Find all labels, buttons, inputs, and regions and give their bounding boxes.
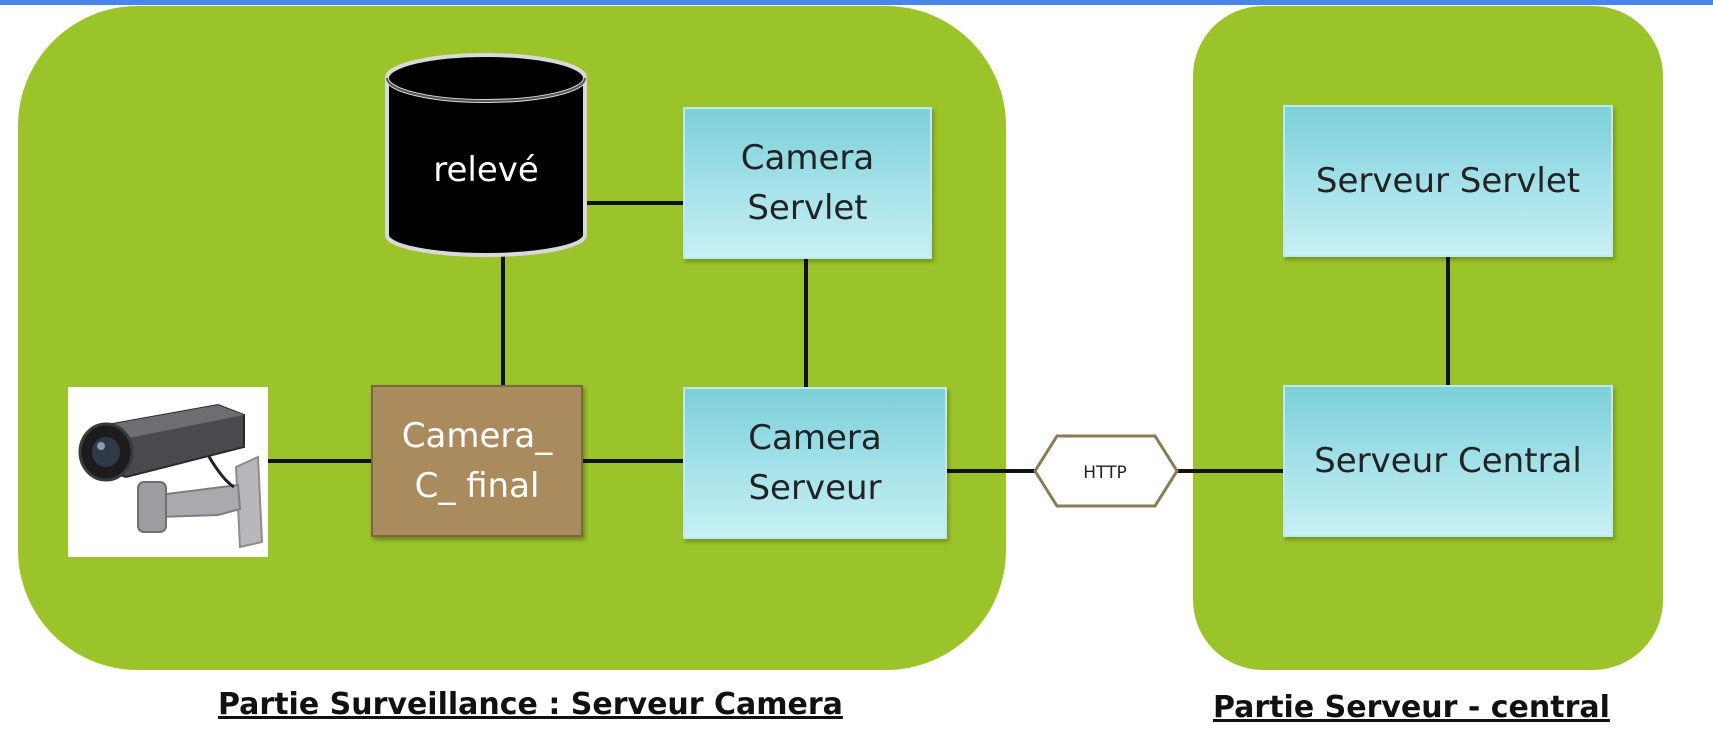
database-cylinder-icon bbox=[385, 53, 587, 257]
database-label: relevé bbox=[433, 150, 539, 190]
serveur-central-box: Serveur Central bbox=[1283, 385, 1613, 537]
camera-serveur-box: Camera Serveur bbox=[683, 387, 947, 539]
serveur-servlet-box: Serveur Servlet bbox=[1283, 105, 1613, 257]
surveillance-caption: Partie Surveillance : Serveur Camera bbox=[218, 687, 843, 722]
http-connector-shape bbox=[1033, 434, 1179, 508]
camera-servlet-box: Camera Servlet bbox=[683, 107, 932, 259]
camera-c-final-box: Camera_ C_ final bbox=[371, 385, 583, 537]
top-accent-bar bbox=[0, 0, 1713, 5]
security-camera-icon bbox=[68, 387, 268, 557]
central-caption: Partie Serveur - central bbox=[1213, 690, 1610, 725]
http-label: HTTP bbox=[1083, 463, 1127, 483]
